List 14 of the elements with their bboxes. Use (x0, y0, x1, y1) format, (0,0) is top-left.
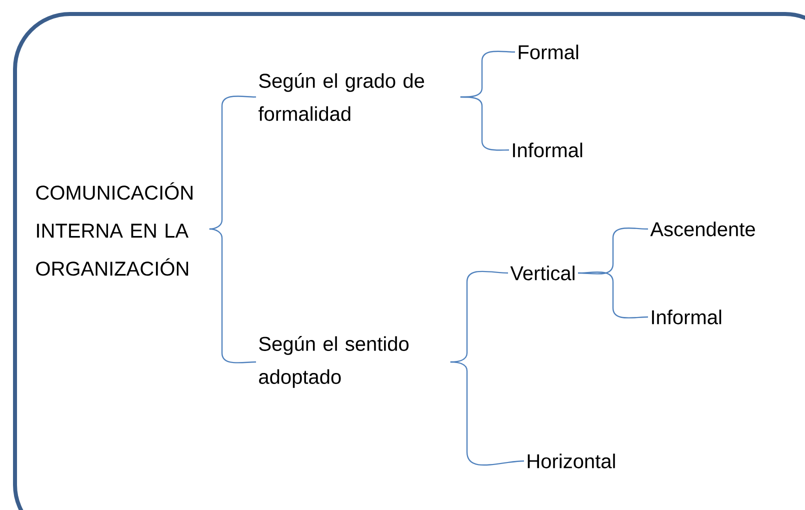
brace-line (578, 271, 648, 318)
label-text: COMUNICACIÓN INTERNA EN LA ORGANIZACIÓN (36, 182, 192, 276)
label-text: Según el sentido adoptado (259, 336, 409, 388)
label-text: Vertical (510, 266, 574, 280)
label-text: Informal (652, 310, 722, 324)
label-text: Horizontal (528, 454, 615, 468)
label-text: Formal (518, 44, 578, 60)
brace-line (209, 228, 256, 364)
brace-line (209, 96, 256, 230)
brace-line (450, 361, 524, 466)
label-text: Informal (513, 142, 582, 158)
label-text: Ascendente (650, 222, 755, 236)
brace-line (460, 96, 510, 151)
label-text: Según el grado de formalidad (258, 73, 424, 121)
